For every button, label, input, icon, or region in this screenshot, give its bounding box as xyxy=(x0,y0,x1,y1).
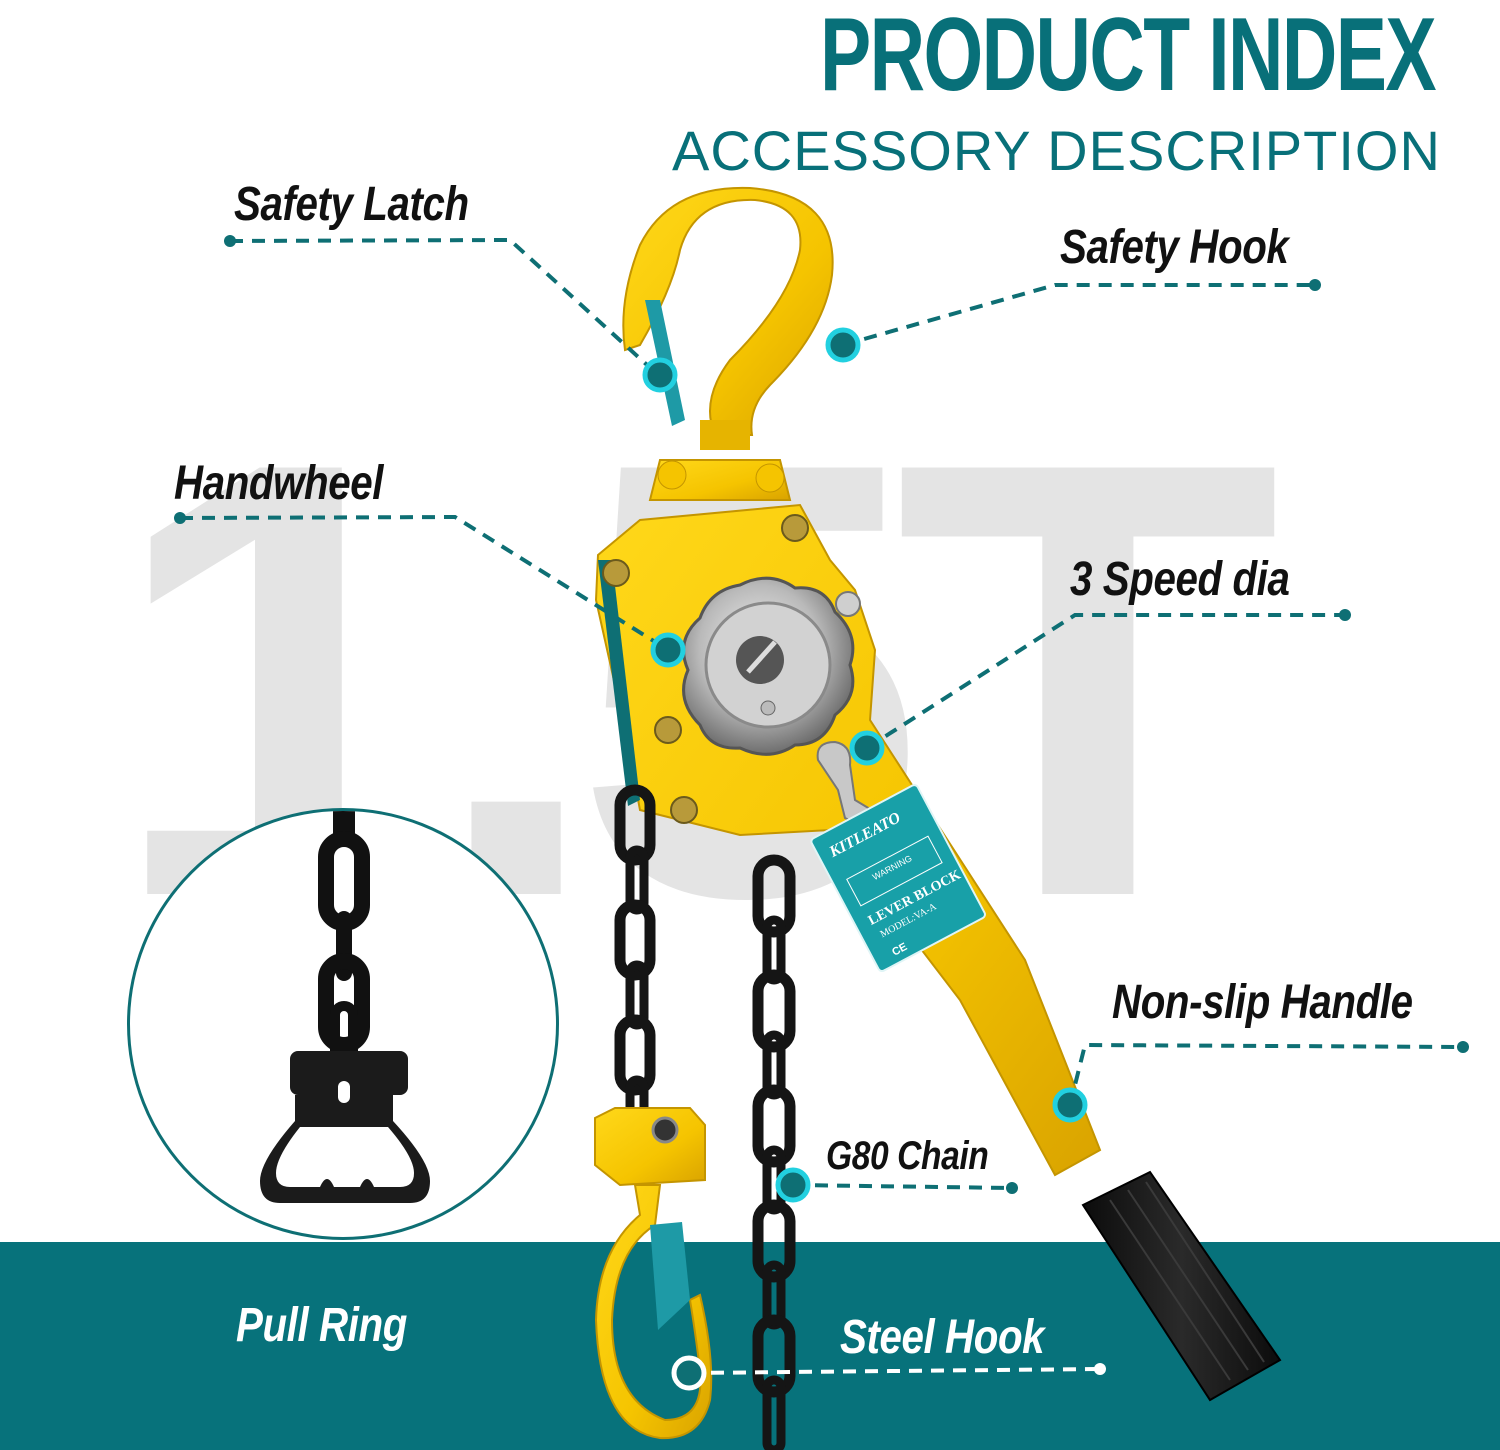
page-title: PRODUCT INDEX xyxy=(820,0,1437,113)
page-subtitle: ACCESSORY DESCRIPTION xyxy=(672,119,1441,182)
bottom-steel-hook-icon xyxy=(594,1107,713,1440)
safety-hook-marker-icon xyxy=(825,327,861,363)
pull-ring-chain-icon xyxy=(260,811,430,1203)
g80-chain-icon xyxy=(752,854,796,1450)
steel-hook-marker-icon xyxy=(671,1355,707,1391)
speed-dial-end-dot xyxy=(1339,609,1351,621)
callout-handwheel: Handwheel xyxy=(174,457,384,510)
callout-steel-hook: Steel Hook xyxy=(840,1311,1045,1364)
speed-dial-marker-icon xyxy=(849,730,885,766)
hoist-body: KITLEATO WARNING LEVER BLOCK MODEL:VA-A … xyxy=(594,503,1282,1402)
callout-speed-dial: 3 Speed dia xyxy=(1070,553,1290,606)
safety-hook-end-dot xyxy=(1309,279,1321,291)
g80-chain-end-dot xyxy=(1006,1182,1018,1194)
safety-latch-end-dot xyxy=(224,235,236,247)
pull-ring-inset xyxy=(127,808,559,1240)
steel-hook-end-dot xyxy=(1094,1363,1106,1375)
callout-safety-latch: Safety Latch xyxy=(234,178,469,231)
non-slip-handle-end-dot xyxy=(1457,1041,1469,1053)
handwheel-marker-icon xyxy=(650,632,686,668)
callout-pull-ring: Pull Ring xyxy=(236,1299,407,1352)
nameplate: KITLEATO WARNING LEVER BLOCK MODEL:VA-A … xyxy=(810,784,986,973)
callout-safety-hook: Safety Hook xyxy=(1060,221,1289,274)
safety-latch-marker-icon xyxy=(642,357,678,393)
callout-non-slip-handle: Non-slip Handle xyxy=(1112,976,1413,1029)
top-safety-hook-icon xyxy=(622,186,834,450)
handwheel-end-dot xyxy=(174,512,186,524)
callout-g80-chain: G80 Chain xyxy=(826,1134,989,1178)
g80-chain-marker-icon xyxy=(775,1167,811,1203)
non-slip-handle-marker-icon xyxy=(1052,1087,1088,1123)
